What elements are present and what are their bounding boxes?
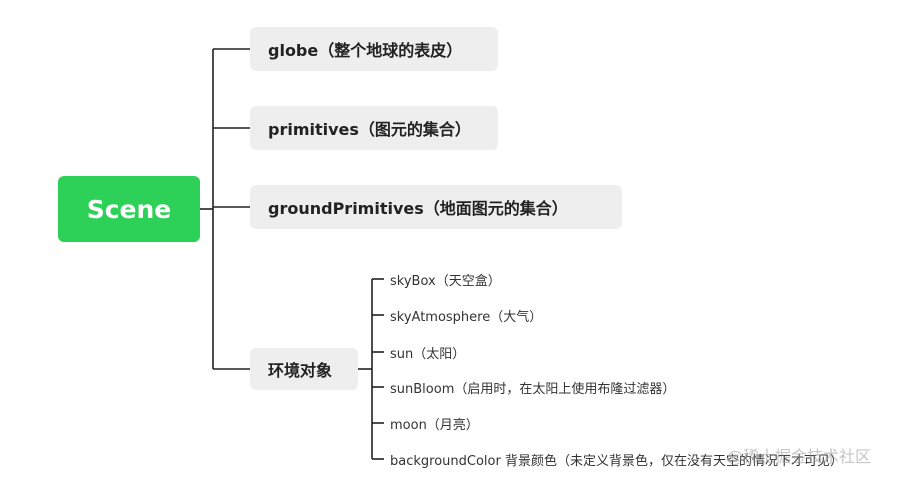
leaf-node-skybox: skyBox（天空盒） xyxy=(390,267,501,291)
leaf-label: backgroundColor 背景颜色（未定义背景色，仅在没有天空的情况下才可… xyxy=(390,453,843,469)
leaf-label: skyAtmosphere（大气） xyxy=(390,309,543,325)
leaf-label: sun（太阳） xyxy=(390,346,466,362)
watermark: @稀土掘金技术社区 xyxy=(727,447,872,466)
leaf-node-sun: sun（太阳） xyxy=(390,340,465,364)
leaf-node-background-color: backgroundColor 背景颜色（未定义背景色，仅在没有天空的情况下才可… xyxy=(390,447,843,471)
leaf-node-sun-bloom: sunBloom（启用时，在太阳上使用布隆过滤器） xyxy=(390,375,675,399)
branch-label: 环境对象 xyxy=(268,361,333,380)
leaf-node-sky-atmosphere: skyAtmosphere（大气） xyxy=(390,303,542,327)
leaf-label: skyBox（天空盒） xyxy=(390,273,501,289)
leaf-label: moon（月亮） xyxy=(390,417,479,433)
branch-label: globe（整个地球的表皮） xyxy=(268,41,463,60)
branch-node-ground-primitives: groundPrimitives（地面图元的集合） xyxy=(250,185,622,229)
branch-node-environment: 环境对象 xyxy=(250,348,358,390)
branch-node-primitives: primitives（图元的集合） xyxy=(250,106,498,150)
root-node-scene: Scene xyxy=(58,176,200,242)
branch-label: groundPrimitives（地面图元的集合） xyxy=(268,199,568,218)
branch-node-globe: globe（整个地球的表皮） xyxy=(250,27,498,71)
root-label: Scene xyxy=(86,194,172,224)
branch-label: primitives（图元的集合） xyxy=(268,120,471,139)
leaf-node-moon: moon（月亮） xyxy=(390,411,479,435)
leaf-label: sunBloom（启用时，在太阳上使用布隆过滤器） xyxy=(390,381,676,397)
